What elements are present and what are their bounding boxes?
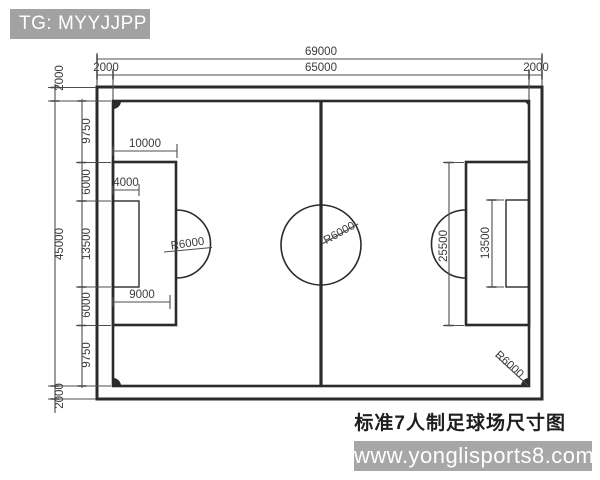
left-penalty-arc — [176, 209, 212, 279]
dim-goal-front: 9000 — [129, 289, 155, 301]
dimension-ticks — [50, 54, 543, 400]
center-radius-leader — [321, 223, 359, 245]
corner-arc-bottom-left — [113, 378, 121, 386]
right-penalty-arc — [430, 209, 466, 279]
dim-goal-width-right: 13500 — [480, 227, 492, 259]
dim-penalty-depth: 10000 — [129, 138, 161, 150]
corner-radius-leader — [495, 355, 529, 386]
dim-field-height: 45000 — [54, 228, 66, 260]
dimension-lines — [48, 53, 543, 413]
dim-margin-bottom: 2000 — [54, 383, 66, 409]
dim-total-width: 69000 — [305, 46, 337, 58]
dim-center-circle-radius: R6000 — [322, 220, 357, 247]
dim-penalty-top-offset: 6000 — [81, 169, 93, 195]
dim-field-width: 65000 — [305, 62, 337, 74]
dim-margin-right: 2000 — [523, 62, 549, 74]
dim-side-bottom: 9750 — [81, 342, 93, 368]
website-watermark-bar: www.yonglisports8.com — [354, 441, 595, 471]
corner-arc-top-left — [113, 101, 121, 109]
dim-margin-left: 2000 — [93, 62, 119, 74]
pitch-lines — [95, 85, 544, 401]
outer-boundary — [95, 85, 544, 401]
left-goal-area — [112, 200, 140, 288]
dim-side-top: 9750 — [81, 118, 93, 144]
left-arc-leader — [163, 246, 213, 253]
website-url: www.yonglisports8.com — [354, 443, 595, 468]
dim-penalty-bot-offset: 6000 — [81, 292, 93, 318]
right-penalty-area — [464, 160, 531, 327]
center-circle — [280, 204, 362, 286]
dim-penalty-width: 25500 — [438, 230, 450, 262]
watermark-badge: TG: MYYJJPP — [10, 9, 150, 39]
dim-goal-width-left: 13500 — [81, 228, 93, 260]
dim-margin-top: 2000 — [54, 65, 66, 91]
dim-goal-depth: 4000 — [113, 177, 139, 189]
watermark-badge-label: TG: MYYJJPP — [19, 13, 147, 34]
corner-arc-top-right — [521, 101, 529, 109]
dim-corner-arc-radius: R6000 — [492, 349, 525, 381]
right-goal-area — [505, 199, 530, 288]
diagram-title: 标准7人制足球场尺寸图 — [354, 413, 566, 434]
dim-penalty-arc-radius: R6000 — [170, 236, 205, 253]
